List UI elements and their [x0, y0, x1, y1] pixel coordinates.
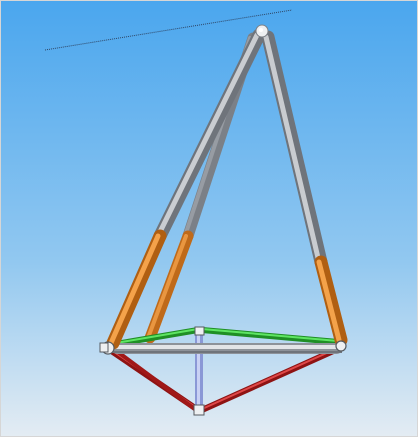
top-mid-joint [194, 326, 205, 336]
cable-green-group [107, 327, 341, 348]
reference-line [44, 9, 293, 51]
ball-joint-icon [193, 404, 205, 416]
strut-front-left [106, 28, 266, 350]
base-joint-right [335, 340, 347, 352]
ball-joint-icon [335, 340, 347, 352]
apex-joint [255, 24, 269, 38]
cable-red-mid [116, 350, 198, 412]
strut-base-horizontal [112, 343, 342, 354]
base-joint-left [99, 341, 115, 355]
strut-front-right [261, 30, 348, 347]
cable-red-group [107, 345, 343, 413]
strut-blue-vertical [195, 334, 203, 410]
bottom-joint [193, 404, 205, 416]
